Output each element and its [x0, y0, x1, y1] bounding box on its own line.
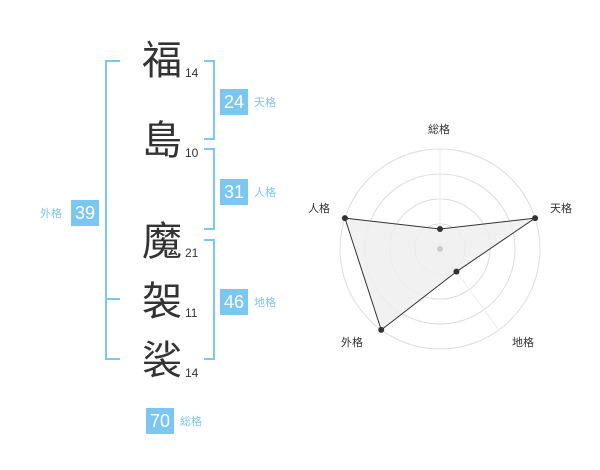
tenkaku-bracket	[204, 60, 215, 140]
radar-label-soukaku: 総格	[428, 123, 450, 136]
jinkaku-value: 31	[220, 179, 248, 205]
radar-point	[378, 326, 385, 333]
radar-label-jinkaku: 人格	[308, 202, 330, 215]
tenkaku-value: 24	[220, 89, 248, 115]
radar-chart	[339, 148, 541, 350]
stroke-count-4: 11	[185, 306, 198, 320]
soukaku-label: 総格	[180, 415, 202, 428]
gaikaku-value: 39	[71, 200, 99, 226]
chikaku-bracket	[204, 239, 215, 360]
chikaku-value: 46	[220, 289, 248, 315]
fortune-brackets	[105, 60, 215, 360]
tenkaku-label: 天格	[254, 96, 276, 109]
stroke-count-1: 14	[185, 66, 199, 80]
radar-point	[453, 268, 460, 275]
name-char-2: 島	[142, 118, 182, 164]
radar-center-dot	[437, 246, 443, 252]
radar-data-area	[344, 217, 536, 331]
radar-points	[341, 215, 539, 333]
jinkaku-bracket	[204, 148, 215, 230]
stroke-count-3: 21	[185, 246, 199, 260]
radar-point	[532, 215, 539, 222]
radar-label-chikaku: 地格	[512, 336, 534, 349]
gaikaku-bracket	[105, 60, 120, 360]
stroke-count-2: 10	[185, 146, 199, 160]
name-char-1: 福	[142, 38, 182, 84]
name-char-3: 魔	[142, 219, 182, 265]
radar-label-gaikaku: 外格	[341, 336, 363, 349]
soukaku-value: 70	[146, 408, 174, 434]
gaikaku-label: 外格	[40, 207, 62, 220]
name-char-5: 裟	[142, 338, 182, 384]
radar-point	[437, 226, 443, 232]
radar-point	[341, 215, 348, 222]
name-char-4: 袈	[142, 279, 182, 325]
chikaku-label: 地格	[254, 296, 276, 309]
jinkaku-label: 人格	[254, 186, 276, 199]
radar-label-tenkaku: 天格	[550, 202, 572, 215]
stroke-count-5: 14	[185, 366, 199, 380]
